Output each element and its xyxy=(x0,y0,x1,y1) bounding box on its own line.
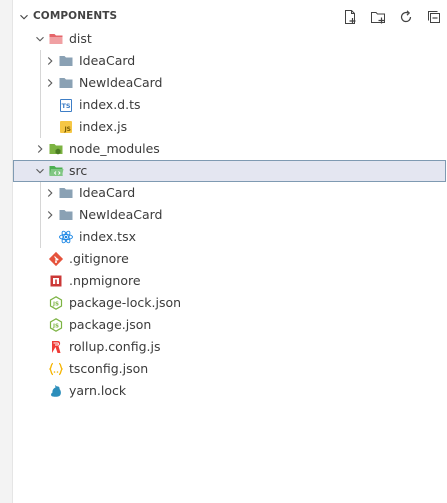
file-row-rollup-config-js[interactable]: rollup.config.js xyxy=(13,336,446,358)
rollup-icon xyxy=(48,339,64,355)
section-header[interactable]: COMPONENTS xyxy=(13,6,447,28)
file-row-index-d-ts[interactable]: TS index.d.ts xyxy=(13,94,446,116)
tree-item-label: package-lock.json xyxy=(69,295,182,310)
tree-item-label: IdeaCard xyxy=(79,185,136,200)
svg-text:JS: JS xyxy=(52,302,59,308)
folder-icon xyxy=(58,207,74,223)
tree-item-label: index.tsx xyxy=(79,229,136,244)
folder-row-ideacard[interactable]: IdeaCard xyxy=(13,182,446,204)
tree-item-label: yarn.lock xyxy=(69,383,127,398)
indent-guide xyxy=(40,50,41,72)
npm-icon xyxy=(48,273,64,289)
chevron-down-icon[interactable] xyxy=(33,32,47,46)
file-row-gitignore[interactable]: .gitignore xyxy=(13,248,446,270)
nodejs-icon: JS xyxy=(48,295,64,311)
tree-item-label: .gitignore xyxy=(69,251,129,266)
indent-guide xyxy=(40,182,41,204)
chevron-down-icon[interactable] xyxy=(33,164,47,178)
file-row-index-js[interactable]: JS index.js xyxy=(13,116,446,138)
folder-icon xyxy=(58,53,74,69)
tree-item-label: IdeaCard xyxy=(79,53,136,68)
indent-guide xyxy=(40,94,41,116)
svg-text:JS: JS xyxy=(52,324,59,330)
folder-node-icon xyxy=(48,141,64,157)
indent-guide xyxy=(40,226,41,248)
chevron-right-icon[interactable] xyxy=(43,54,57,68)
tree-item-label: .npmignore xyxy=(69,273,141,288)
folder-row-node-modules[interactable]: node_modules xyxy=(13,138,446,160)
tree-item-label: package.json xyxy=(69,317,152,332)
chevron-right-icon[interactable] xyxy=(33,142,47,156)
tree-item-label: rollup.config.js xyxy=(69,339,161,354)
tree-item-label: node_modules xyxy=(69,141,160,156)
folder-row-src[interactable]: src xyxy=(13,160,446,182)
new-file-icon[interactable] xyxy=(340,8,360,26)
folder-dist-icon xyxy=(48,31,64,47)
tree-item-label: NewIdeaCard xyxy=(79,207,163,222)
chevron-right-icon[interactable] xyxy=(43,76,57,90)
explorer-panel: COMPONENTS xyxy=(12,0,447,503)
file-row-package-lock-json[interactable]: JS package-lock.json xyxy=(13,292,446,314)
tree-item-label: index.d.ts xyxy=(79,97,141,112)
chevron-down-icon[interactable] xyxy=(17,10,31,24)
folder-row-newideacard[interactable]: NewIdeaCard xyxy=(13,204,446,226)
git-icon xyxy=(48,251,64,267)
typescript-def-icon: TS xyxy=(58,97,74,113)
folder-row-ideacard[interactable]: IdeaCard xyxy=(13,50,446,72)
indent-guide xyxy=(40,72,41,94)
react-icon xyxy=(58,229,74,245)
nodejs-icon: JS xyxy=(48,317,64,333)
tree-item-label: dist xyxy=(69,31,92,46)
refresh-icon[interactable] xyxy=(396,8,416,26)
file-row-package-json[interactable]: JS package.json xyxy=(13,314,446,336)
section-title: COMPONENTS xyxy=(33,10,118,22)
header-actions xyxy=(340,8,444,26)
chevron-right-icon[interactable] xyxy=(43,208,57,222)
new-folder-icon[interactable] xyxy=(368,8,388,26)
file-row-yarn-lock[interactable]: yarn.lock xyxy=(13,380,446,402)
folder-row-newideacard[interactable]: NewIdeaCard xyxy=(13,72,446,94)
file-row-tsconfig-json[interactable]: tsconfig.json xyxy=(13,358,446,380)
indent-guide xyxy=(40,116,41,138)
folder-icon xyxy=(58,75,74,91)
file-row-index-tsx[interactable]: index.tsx xyxy=(13,226,446,248)
chevron-right-icon[interactable] xyxy=(43,186,57,200)
tree-item-label: index.js xyxy=(79,119,128,134)
javascript-icon: JS xyxy=(58,119,74,135)
yarn-icon xyxy=(48,383,64,399)
folder-row-dist[interactable]: dist xyxy=(13,28,446,50)
tree-item-label: tsconfig.json xyxy=(69,361,149,376)
json-braces-icon xyxy=(48,361,64,377)
tree-item-label: src xyxy=(69,163,88,178)
tree-item-label: NewIdeaCard xyxy=(79,75,163,90)
collapse-all-icon[interactable] xyxy=(424,8,444,26)
folder-icon xyxy=(58,185,74,201)
indent-guide xyxy=(40,204,41,226)
folder-src-icon xyxy=(48,163,64,179)
file-row-npmignore[interactable]: .npmignore xyxy=(13,270,446,292)
